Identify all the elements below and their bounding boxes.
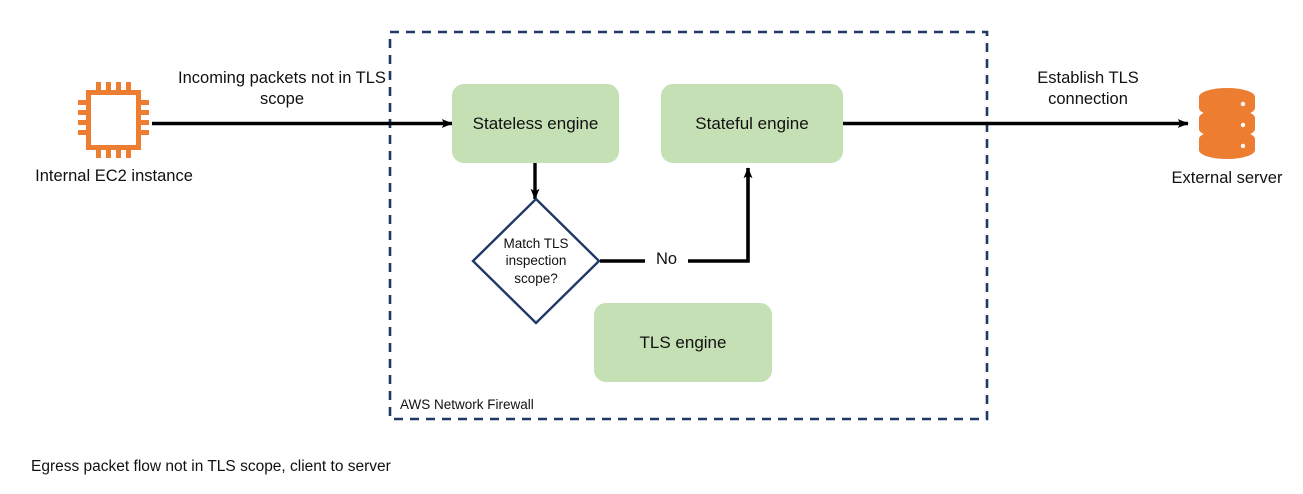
edge-no-to-stateful xyxy=(688,167,753,263)
decision-diamond-shape xyxy=(471,197,601,325)
decision-node-label: Match TLS inspection scope? xyxy=(481,235,591,287)
no-branch-edge-label: No xyxy=(655,250,678,268)
incoming-packets-edge-label: Incoming packets not in TLS scope xyxy=(158,68,406,111)
stateful-engine-label: Stateful engine xyxy=(695,113,809,133)
aws-network-firewall-label: AWS Network Firewall xyxy=(400,397,534,412)
establish-label-line-1: Establish TLS xyxy=(1037,69,1139,87)
stateful-engine-node[interactable]: Stateful engine xyxy=(661,84,843,163)
incoming-label-line-2: scope xyxy=(259,90,305,109)
stateless-engine-label: Stateless engine xyxy=(472,113,599,133)
ec2-chip-icon xyxy=(76,80,152,160)
tls-engine-node[interactable]: TLS engine xyxy=(594,303,772,382)
establish-label-line-2: connection xyxy=(1048,90,1128,109)
decision-label-line-2: inspection xyxy=(505,253,567,269)
figure-caption: Egress packet flow not in TLS scope, cli… xyxy=(31,458,391,475)
incoming-label-line-1: Incoming packets not in TLS xyxy=(178,69,386,87)
decision-label-line-3: scope? xyxy=(514,270,558,286)
aws-network-firewall-boundary xyxy=(388,30,989,421)
decision-label-line-1: Match TLS xyxy=(503,236,569,251)
establish-tls-edge-label: Establish TLS connection xyxy=(1004,68,1172,111)
external-server-caption: External server xyxy=(1171,169,1283,187)
internal-ec2-instance-caption: Internal EC2 instance xyxy=(35,167,193,185)
stateless-engine-node[interactable]: Stateless engine xyxy=(452,84,619,163)
tls-engine-label: TLS engine xyxy=(639,332,727,352)
database-server-icon xyxy=(1196,82,1258,164)
